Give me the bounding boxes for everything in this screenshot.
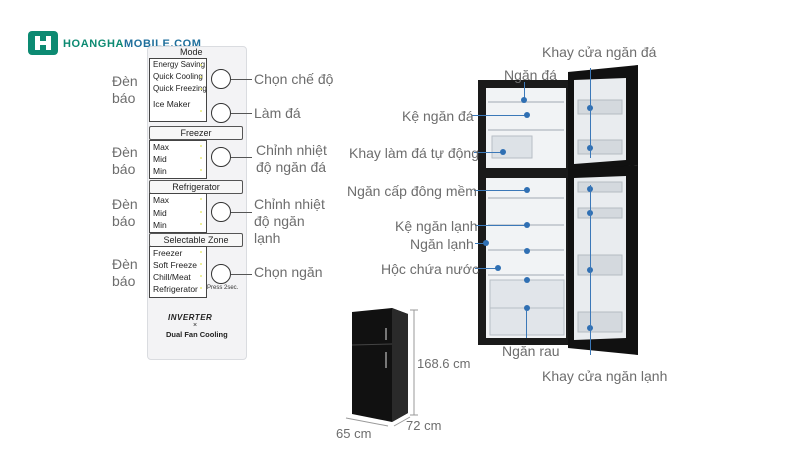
indicator-led xyxy=(200,88,202,90)
connector-line xyxy=(231,79,252,80)
selectable-zone-title: Selectable Zone xyxy=(149,233,243,247)
callout-line xyxy=(590,185,591,355)
indicator-led xyxy=(200,110,202,112)
indicator-led xyxy=(200,287,202,289)
freezer-temp-button[interactable] xyxy=(211,147,231,167)
ice-maker-button[interactable] xyxy=(211,103,231,123)
refrigerator-box: Max Mid Min xyxy=(149,193,207,233)
mode-quick-freezing: Quick Freezing xyxy=(153,84,207,93)
inverter-label: INVERTER xyxy=(168,313,213,322)
mode-quick-cooling: Quick Cooling xyxy=(153,72,203,81)
callout-line xyxy=(526,310,527,338)
freezer-max: Max xyxy=(153,142,170,152)
callout-dot xyxy=(524,112,530,118)
indicator-led xyxy=(200,263,202,265)
refrigerator-mid: Mid xyxy=(153,207,167,218)
refrigerator-max: Max xyxy=(153,195,170,205)
callout-dot xyxy=(524,222,530,228)
press-note: Press 2sec. xyxy=(207,285,239,291)
zone-freezer: Freezer xyxy=(153,248,183,258)
callout-line xyxy=(475,225,526,226)
mode-energy-saving: Energy Saving xyxy=(153,60,206,69)
logo-icon xyxy=(28,31,58,55)
callout-line xyxy=(475,268,497,269)
freezer-mid: Mid xyxy=(153,154,167,164)
freezer-box: Max Mid Min xyxy=(149,140,207,179)
callout-dot xyxy=(524,277,530,283)
callout-line xyxy=(475,243,485,244)
indicator-led xyxy=(200,169,202,171)
indicator-led xyxy=(200,223,202,225)
mode-title: Mode xyxy=(180,47,203,57)
callout-dot xyxy=(524,187,530,193)
ngan-da-label: Ngăn đá xyxy=(504,67,557,83)
khay-lam-da-label: Khay làm đá tự động xyxy=(349,145,480,161)
indicator-led xyxy=(200,198,202,200)
indicator-led xyxy=(200,64,202,66)
callout-line xyxy=(590,68,591,158)
ngan-lanh-label: Ngăn lạnh xyxy=(410,236,474,252)
zone-soft-freeze: Soft Freeze xyxy=(153,260,197,270)
zone-select-button[interactable] xyxy=(211,264,231,284)
depth-dimension: 72 cm xyxy=(406,418,442,433)
fridge-dimension-illustration xyxy=(345,308,418,427)
khay-cua-ngan-lanh-label: Khay cửa ngăn lạnh xyxy=(542,368,668,384)
open-fridge-illustration xyxy=(478,65,638,355)
callout-dot xyxy=(500,149,506,155)
den-bao-label-1: Đèn báo xyxy=(112,73,138,106)
dual-fan-label: Dual Fan Cooling xyxy=(166,330,228,339)
chon-che-do-label: Chọn chế độ xyxy=(254,71,334,87)
connector-line xyxy=(231,157,252,158)
x-mark: × xyxy=(193,322,198,329)
zone-chill-meat: Chill/Meat xyxy=(153,272,191,282)
callout-dot xyxy=(524,248,530,254)
indicator-led xyxy=(200,211,202,213)
mode-ice-maker: Ice Maker xyxy=(153,99,191,109)
ngan-rau-label: Ngăn rau xyxy=(502,343,560,359)
refrigerator-temp-button[interactable] xyxy=(211,202,231,222)
indicator-led xyxy=(200,76,202,78)
width-dimension-line xyxy=(345,417,389,427)
ke-ngan-da-label: Kệ ngăn đá xyxy=(402,108,474,124)
callout-dot xyxy=(521,97,527,103)
mode-box: Energy Saving Quick Cooling Quick Freezi… xyxy=(149,58,207,122)
den-bao-label-3: Đèn báo xyxy=(112,196,138,229)
connector-line xyxy=(231,274,252,275)
ngan-cap-dong-label: Ngăn cấp đông mềm xyxy=(347,183,477,199)
depth-dimension-line xyxy=(393,416,411,427)
connector-line xyxy=(231,212,252,213)
hoc-chua-nuoc-label: Hộc chứa nước xyxy=(381,261,479,277)
callout-dot xyxy=(483,240,489,246)
callout-dot xyxy=(524,305,530,311)
freezer-title: Freezer xyxy=(149,126,243,140)
indicator-led xyxy=(200,275,202,277)
selectable-zone-box: Freezer Soft Freeze Chill/Meat Refrigera… xyxy=(149,246,207,298)
chon-ngan-label: Chọn ngăn xyxy=(254,264,323,280)
callout-line xyxy=(524,82,525,98)
indicator-led xyxy=(200,145,202,147)
lam-da-label: Làm đá xyxy=(254,105,301,121)
ke-ngan-lanh-label: Kệ ngăn lạnh xyxy=(395,218,478,234)
callout-line xyxy=(474,190,526,191)
zone-refrigerator: Refrigerator xyxy=(153,284,198,294)
height-dimension: 168.6 cm xyxy=(417,356,471,371)
callout-line xyxy=(474,152,502,153)
den-bao-label-2: Đèn báo xyxy=(112,144,138,177)
khay-cua-ngan-da-label: Khay cửa ngăn đá xyxy=(542,44,657,60)
chinh-nhiet-ngan-lanh-label: Chỉnh nhiệt độ ngăn lạnh xyxy=(254,196,325,246)
indicator-led xyxy=(200,157,202,159)
den-bao-label-4: Đèn báo xyxy=(112,256,138,289)
chinh-nhiet-ngan-da-label: Chỉnh nhiệt độ ngăn đá xyxy=(256,142,327,175)
mode-select-button[interactable] xyxy=(211,69,231,89)
callout-line xyxy=(472,115,526,116)
refrigerator-title: Refrigerator xyxy=(149,180,243,194)
width-dimension: 65 cm xyxy=(336,426,372,441)
callout-dot xyxy=(495,265,501,271)
connector-line xyxy=(231,113,252,114)
refrigerator-min: Min xyxy=(153,220,167,230)
freezer-min: Min xyxy=(153,166,167,176)
indicator-led xyxy=(200,251,202,253)
